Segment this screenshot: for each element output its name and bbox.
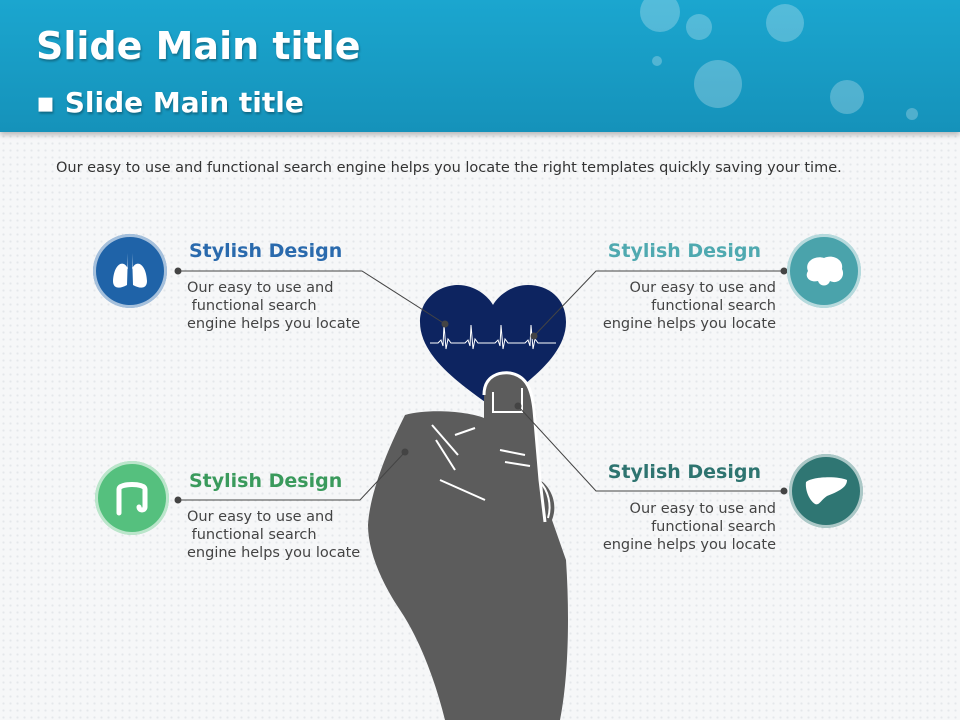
intestine-circle: [95, 461, 169, 535]
item-body: Our easy to use and functional search en…: [187, 509, 361, 561]
hand-icon: [368, 372, 568, 720]
brain-icon: [806, 256, 844, 286]
liver-icon: [805, 477, 847, 505]
item-title: Stylish Design: [607, 461, 761, 483]
item-title: Stylish Design: [189, 240, 343, 262]
item-body: Our easy to use and functional search en…: [602, 501, 776, 553]
item-body: Our easy to use and functional search en…: [187, 280, 361, 332]
heart-icon: [420, 285, 566, 408]
item-body: Our easy to use and functional search en…: [602, 280, 776, 332]
slide-title: Slide Main title: [36, 24, 361, 68]
brain-circle: [787, 234, 861, 308]
ecg-line-icon: [430, 324, 556, 350]
item-title: Stylish Design: [189, 470, 343, 492]
lungs-icon: [113, 253, 147, 288]
item-title: Stylish Design: [607, 240, 761, 262]
liver-circle: [789, 454, 863, 528]
intestine-icon: [116, 482, 148, 516]
intro-text: Our easy to use and functional search en…: [56, 160, 842, 176]
slide-header: Slide Main title ▪ Slide Main title: [0, 0, 960, 132]
slide-subtitle: ▪ Slide Main title: [36, 86, 304, 119]
lungs-circle: [93, 234, 167, 308]
